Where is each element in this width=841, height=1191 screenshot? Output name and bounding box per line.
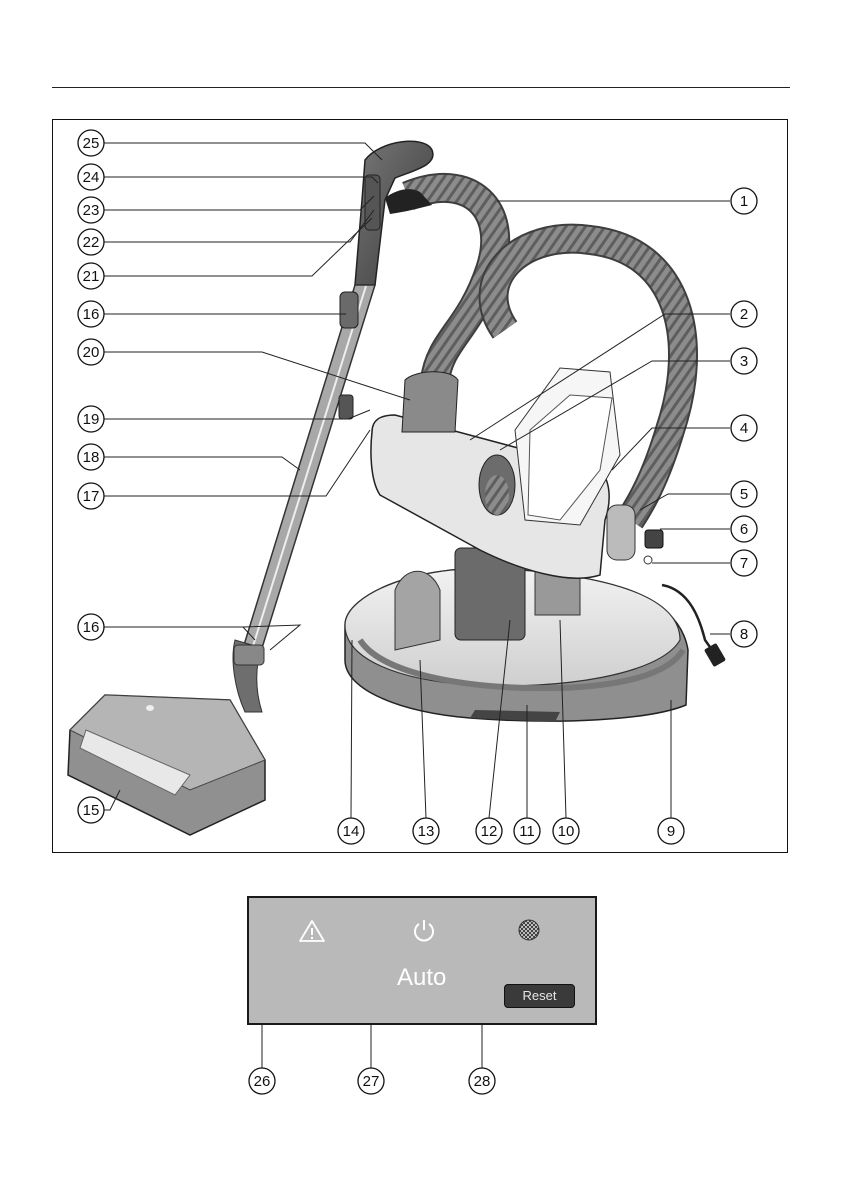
callout-27: 27 (358, 1068, 384, 1094)
vacuum-body (345, 545, 688, 722)
callout-1: 1 (731, 188, 757, 214)
callout-5-label: 5 (740, 486, 748, 503)
callout-3: 3 (731, 348, 757, 374)
callout-7: 7 (731, 550, 757, 576)
callout-21-label: 21 (83, 268, 100, 285)
callout-16-top-label: 16 (83, 306, 100, 323)
callout-1-label: 1 (740, 193, 748, 210)
callout-24: 24 (78, 164, 104, 190)
warning-icon (298, 919, 326, 943)
callout-16-bottom-label: 16 (83, 619, 100, 636)
callout-4-label: 4 (740, 420, 748, 437)
filter-icon (517, 918, 541, 942)
callout-21: 21 (78, 263, 104, 289)
callout-15-label: 15 (83, 802, 100, 819)
auto-mode-label: Auto (397, 964, 446, 992)
callout-27-label: 27 (363, 1073, 380, 1090)
callout-11-label: 11 (519, 823, 535, 840)
callout-26-label: 26 (254, 1073, 271, 1090)
callout-10-label: 10 (558, 823, 575, 840)
callout-12-label: 12 (481, 823, 498, 840)
callout-6-label: 6 (740, 521, 748, 538)
callout-3-label: 3 (740, 353, 748, 370)
callout-15: 15 (78, 797, 104, 823)
lid (371, 368, 663, 578)
callout-16-bottom: 16 (78, 614, 104, 640)
callout-18-label: 18 (83, 449, 100, 466)
callout-14: 14 (338, 818, 364, 844)
callout-24-label: 24 (83, 169, 100, 186)
callout-9-label: 9 (667, 823, 675, 840)
callout-2-label: 2 (740, 306, 748, 323)
callout-8-label: 8 (740, 626, 748, 643)
power-icon[interactable] (411, 918, 437, 944)
callout-25: 25 (78, 130, 104, 156)
callout-22-label: 22 (83, 234, 100, 251)
callout-11: 11 (514, 818, 540, 844)
telescopic-tube (244, 285, 375, 648)
callout-20-label: 20 (83, 344, 100, 361)
callout-13-label: 13 (418, 823, 435, 840)
callout-18: 18 (78, 444, 104, 470)
callout-28-label: 28 (474, 1073, 491, 1090)
callout-5: 5 (731, 481, 757, 507)
callout-8: 8 (731, 621, 757, 647)
callout-9: 9 (658, 818, 684, 844)
callout-20: 20 (78, 339, 104, 365)
callout-19: 19 (78, 406, 104, 432)
callout-16-top: 16 (78, 301, 104, 327)
callout-14-label: 14 (343, 823, 360, 840)
callout-4: 4 (731, 415, 757, 441)
callout-26: 26 (249, 1068, 275, 1094)
callout-28: 28 (469, 1068, 495, 1094)
callout-17: 17 (78, 483, 104, 509)
callout-6: 6 (731, 516, 757, 542)
callout-19-label: 19 (83, 411, 100, 428)
callout-10: 10 (553, 818, 579, 844)
callout-25-label: 25 (83, 135, 100, 152)
reset-button[interactable]: Reset (504, 984, 575, 1008)
callout-22: 22 (78, 229, 104, 255)
handle (355, 141, 433, 285)
callout-2: 2 (731, 301, 757, 327)
callout-12: 12 (476, 818, 502, 844)
control-panel: Auto Reset (247, 896, 597, 1025)
callout-23: 23 (78, 197, 104, 223)
callout-13: 13 (413, 818, 439, 844)
callout-17-label: 17 (83, 488, 100, 505)
callout-7-label: 7 (740, 555, 748, 572)
callout-23-label: 23 (83, 202, 100, 219)
